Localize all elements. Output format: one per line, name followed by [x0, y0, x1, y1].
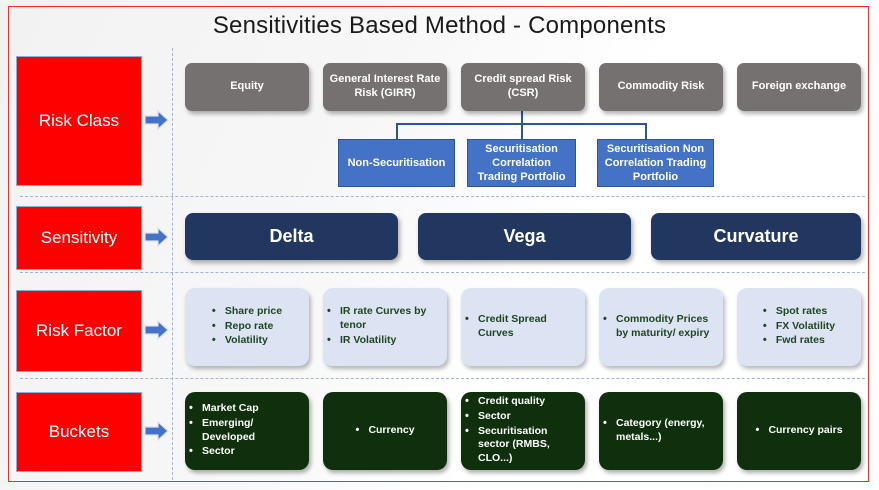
list-item: Share price [212, 304, 282, 319]
csr-subtype-correlation-trading[interactable]: Securitisation Correlation Trading Portf… [467, 139, 576, 187]
list-item: Repo rate [212, 319, 282, 334]
risk-class-label: Foreign exchange [751, 80, 847, 93]
row-divider-3 [20, 378, 865, 379]
row-label-risk-factor: Risk Factor [16, 290, 142, 372]
risk-class-csr[interactable]: Credit spread Risk (CSR) [461, 63, 585, 111]
risk-factor-list: Credit Spread Curves [465, 312, 581, 342]
csr-subtype-label: Securitisation Non Correlation Trading P… [604, 142, 707, 184]
list-item: Emerging/ Developed [189, 416, 305, 445]
list-item: Fwd rates [763, 333, 835, 348]
connector-branch-mid [521, 123, 523, 140]
list-item: Category (energy, metals...) [603, 416, 719, 445]
sensitivity-label: Delta [269, 226, 314, 246]
bucket-list: Currency [355, 423, 414, 439]
bucket-list: Credit qualitySectorSecuritisation secto… [465, 394, 581, 467]
bucket-list: Market CapEmerging/ DevelopedSector [189, 401, 305, 460]
row-label-text: Risk Class [38, 111, 120, 130]
risk-factor-list: IR rate Curves by tenorIR Volatility [327, 304, 443, 349]
risk-factor-fx[interactable]: Spot ratesFX VolatilityFwd rates [737, 288, 861, 366]
list-item: Market Cap [189, 401, 305, 416]
risk-class-equity[interactable]: Equity [185, 63, 309, 111]
column-guide [172, 48, 173, 480]
bucket-list: Category (energy, metals...) [603, 416, 719, 446]
list-item: Sector [189, 444, 305, 459]
list-item: Currency [355, 423, 414, 438]
list-item: Spot rates [763, 304, 835, 319]
risk-factor-commodity[interactable]: Commodity Prices by maturity/ expiry [599, 288, 723, 366]
right-arrow-icon [144, 226, 170, 248]
bucket-equity[interactable]: Market CapEmerging/ DevelopedSector [185, 392, 309, 470]
list-item: Sector [465, 409, 581, 424]
right-arrow-icon [144, 319, 170, 341]
risk-class-girr[interactable]: General Interest Rate Risk (GIRR) [323, 63, 447, 111]
bucket-csr[interactable]: Credit qualitySectorSecuritisation secto… [461, 392, 585, 470]
risk-class-label: Equity [230, 80, 264, 93]
list-item: IR Volatility [327, 333, 443, 348]
list-item: Credit Spread Curves [465, 312, 581, 341]
row-label-text: Buckets [48, 422, 110, 441]
row-label-risk-class: Risk Class [16, 56, 142, 186]
right-arrow-icon [144, 420, 170, 442]
list-item: FX Volatility [763, 319, 835, 334]
row-label-buckets: Buckets [16, 392, 142, 472]
sensitivity-label: Vega [503, 226, 546, 246]
csr-subtype-non-securitisation[interactable]: Non-Securitisation [338, 139, 455, 187]
list-item: Currency pairs [755, 423, 842, 438]
sensitivity-curvature[interactable]: Curvature [651, 213, 861, 260]
csr-subtype-non-correlation-trading[interactable]: Securitisation Non Correlation Trading P… [597, 139, 714, 187]
connector-stem [521, 111, 523, 124]
row-divider-2 [20, 272, 865, 273]
risk-class-label: General Interest Rate Risk (GIRR) [329, 73, 441, 99]
sensitivity-label: Curvature [713, 226, 799, 246]
list-item: Credit quality [465, 394, 581, 409]
risk-class-label: Commodity Risk [617, 80, 705, 93]
bucket-list: Currency pairs [755, 423, 842, 439]
connector-branch-left [396, 123, 398, 140]
list-item: Securitisation sector (RMBS, CLO...) [465, 424, 581, 467]
risk-class-label: Credit spread Risk (CSR) [474, 73, 572, 99]
sensitivity-vega[interactable]: Vega [418, 213, 631, 260]
row-label-text: Risk Factor [36, 321, 122, 340]
connector-branch-right [645, 123, 647, 140]
bucket-commodity[interactable]: Category (energy, metals...) [599, 392, 723, 470]
row-divider-1 [20, 196, 865, 197]
sensitivity-delta[interactable]: Delta [185, 213, 398, 260]
page-title: Sensitivities Based Method - Components [212, 12, 667, 39]
risk-class-fx[interactable]: Foreign exchange [737, 63, 861, 111]
row-label-sensitivity: Sensitivity [16, 206, 142, 270]
right-arrow-icon [144, 109, 170, 131]
risk-factor-list: Share priceRepo rateVolatility [212, 304, 282, 350]
list-item: Commodity Prices by maturity/ expiry [603, 312, 719, 341]
risk-factor-list: Commodity Prices by maturity/ expiry [603, 312, 719, 342]
outer-frame [8, 6, 869, 482]
csr-subtype-label: Non-Securitisation [347, 156, 446, 169]
list-item: Volatility [212, 333, 282, 348]
risk-class-commodity[interactable]: Commodity Risk [599, 63, 723, 111]
risk-factor-list: Spot ratesFX VolatilityFwd rates [763, 304, 835, 350]
risk-factor-girr[interactable]: IR rate Curves by tenorIR Volatility [323, 288, 447, 366]
risk-factor-equity[interactable]: Share priceRepo rateVolatility [185, 288, 309, 366]
bucket-girr[interactable]: Currency [323, 392, 447, 470]
row-label-text: Sensitivity [40, 228, 118, 247]
risk-factor-csr[interactable]: Credit Spread Curves [461, 288, 585, 366]
bucket-fx[interactable]: Currency pairs [737, 392, 861, 470]
list-item: IR rate Curves by tenor [327, 304, 443, 333]
csr-subtype-label: Securitisation Correlation Trading Portf… [477, 142, 566, 184]
